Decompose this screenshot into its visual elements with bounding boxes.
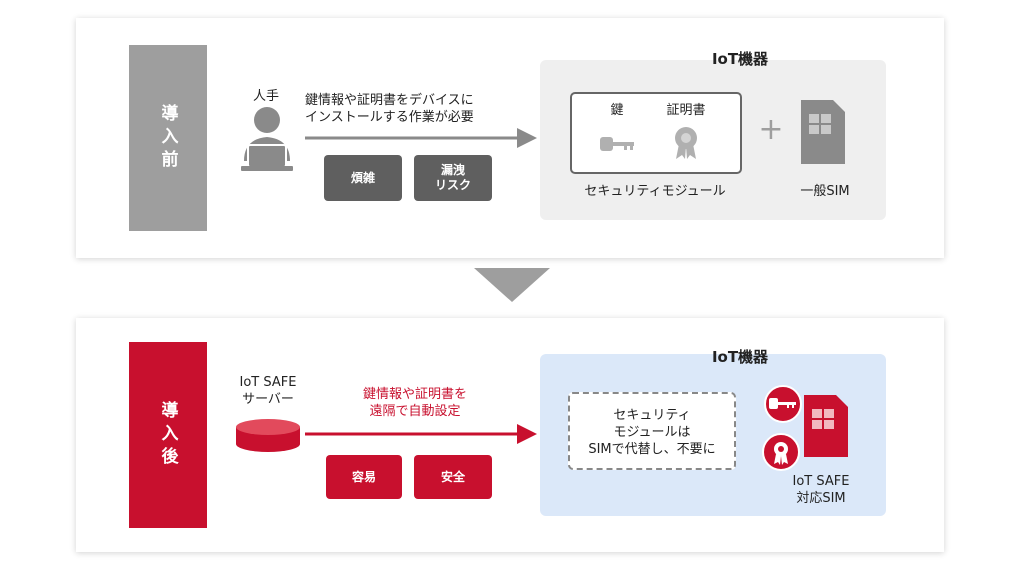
tag-easy: 容易 — [326, 455, 402, 499]
module-cert-label: 証明書 — [666, 103, 706, 118]
person-laptop-icon — [241, 107, 293, 171]
module-caption: セキュリティモジュール — [584, 184, 726, 199]
safe-sim-card-icon — [804, 395, 848, 457]
key-icon — [600, 137, 634, 151]
person-label: 人手 — [252, 89, 279, 104]
after-arrow — [305, 424, 537, 444]
safe-sim-caption: IoT SAFE 対応SIM — [792, 474, 850, 506]
security-module-box — [570, 92, 742, 174]
after-device-title: IoT機器 — [711, 348, 769, 366]
replaced-module-box: セキュリティ モジュールは SIMで代替し、不要に — [568, 392, 736, 470]
after-side-label-text: 導入後 — [157, 400, 178, 470]
server-label: IoT SAFE サーバー — [239, 375, 297, 407]
down-arrow-icon — [474, 268, 550, 302]
before-side-label-text: 導入前 — [157, 103, 178, 173]
plus-sign: + — [758, 112, 784, 147]
before-side-label: 導入前 — [129, 45, 207, 231]
safe-certificate-icon — [762, 433, 800, 471]
module-key-label: 鍵 — [610, 103, 624, 118]
safe-key-icon — [764, 385, 802, 423]
before-arrow-text: 鍵情報や証明書をデバイスに インストールする作業が必要 — [305, 93, 474, 125]
tag-safe: 安全 — [414, 455, 492, 499]
before-device-title: IoT機器 — [711, 50, 769, 68]
server-disk-icon — [236, 419, 300, 452]
tag-leak-risk: 漏洩 リスク — [414, 155, 492, 201]
general-sim-caption: 一般SIM — [800, 184, 850, 199]
sim-card-icon — [801, 100, 845, 164]
before-arrow — [305, 128, 537, 148]
tag-complex: 煩雑 — [324, 155, 402, 201]
after-side-label: 導入後 — [129, 342, 207, 528]
certificate-icon — [675, 127, 697, 159]
after-arrow-text: 鍵情報や証明書を 遠隔で自動設定 — [362, 387, 467, 419]
